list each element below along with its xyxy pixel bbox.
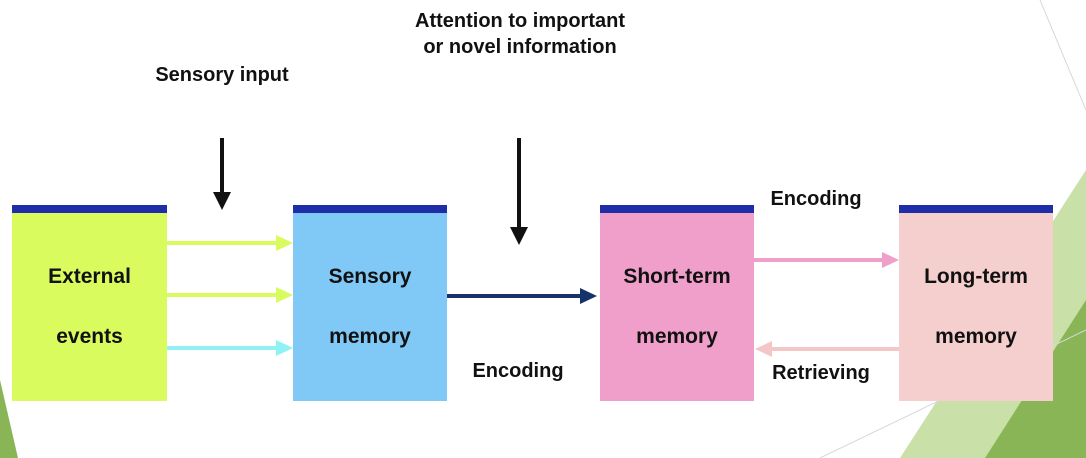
external-events-line2: events xyxy=(56,325,123,348)
external-events-label: External events xyxy=(48,224,131,382)
external-to-sensory-arrowhead-1 xyxy=(276,235,293,251)
long-term-memory-label: Long-term memory xyxy=(924,224,1028,382)
short-term-memory-label: Short-term memory xyxy=(623,224,730,382)
retrieving-label: Retrieving xyxy=(772,362,870,384)
short-term-memory-line1: Short-term xyxy=(623,265,731,288)
encoding-label-middle: Encoding xyxy=(472,360,564,382)
external-events-bar xyxy=(12,205,167,213)
attention-label-line1: Attention to important xyxy=(415,10,625,32)
sensory-memory-bar xyxy=(293,205,447,213)
sensory-memory-box: Sensory memory xyxy=(293,205,447,401)
attention-label: Attention to important or novel informat… xyxy=(360,8,680,60)
encoding-label-top: Encoding xyxy=(770,188,862,210)
attention-arrow-head xyxy=(510,227,528,245)
longterm-to-shortterm-arrowhead xyxy=(755,341,772,357)
long-term-memory-line1: Long-term xyxy=(924,265,1028,288)
external-events-box: External events xyxy=(12,205,167,401)
external-events-line1: External xyxy=(48,265,131,288)
sensory-memory-line2: memory xyxy=(329,325,411,348)
sensory-input-arrow-head xyxy=(213,192,231,210)
sensory-to-shortterm-arrowhead xyxy=(580,288,597,304)
external-to-sensory-arrowhead-2 xyxy=(276,287,293,303)
sensory-memory-line1: Sensory xyxy=(328,265,412,288)
sensory-input-label: Sensory input xyxy=(155,64,289,86)
short-term-memory-bar xyxy=(600,205,754,213)
long-term-memory-box: Long-term memory xyxy=(899,205,1053,401)
long-term-memory-line2: memory xyxy=(935,325,1017,348)
attention-label-line2: or novel information xyxy=(423,36,617,58)
short-term-memory-line2: memory xyxy=(636,325,718,348)
right-decor-line-1 xyxy=(1039,0,1086,111)
left-green-accent xyxy=(0,380,18,458)
sensory-memory-label: Sensory memory xyxy=(329,224,412,382)
long-term-memory-bar xyxy=(899,205,1053,213)
external-to-sensory-arrowhead-3 xyxy=(276,340,293,356)
short-term-memory-box: Short-term memory xyxy=(600,205,754,401)
shortterm-to-longterm-arrowhead xyxy=(882,252,899,268)
